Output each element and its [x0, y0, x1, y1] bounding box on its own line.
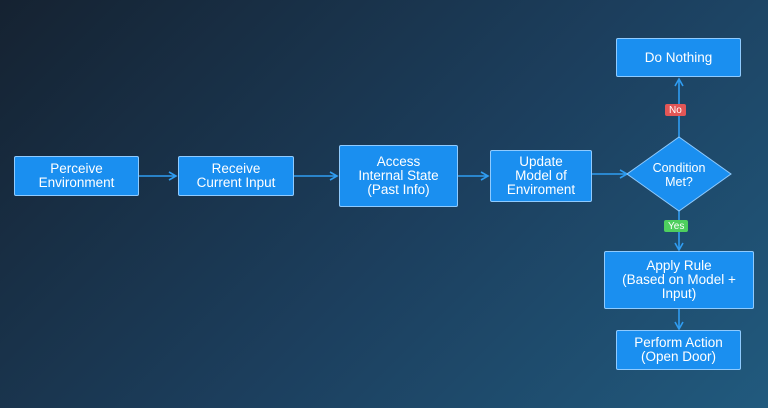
no-branch-badge: No: [665, 104, 686, 116]
condition-diamond: [626, 136, 732, 212]
do-nothing-label: Do Nothing: [644, 49, 713, 65]
perform-action-label: Perform Action (Open Door): [634, 335, 723, 364]
yes-branch-badge: Yes: [664, 220, 689, 232]
perform-action-node: Perform Action (Open Door): [616, 330, 741, 370]
perceive-environment-node: Perceive Environment: [14, 156, 139, 196]
update-model-node: Update Model of Enviroment: [490, 150, 592, 202]
access-internal-state-label: Access Internal State (Past Info): [358, 154, 439, 197]
do-nothing-node: Do Nothing: [616, 38, 741, 77]
condition-met-label: Condition Met?: [652, 160, 706, 189]
receive-input-label: Receive Current Input: [196, 161, 276, 190]
perceive-environment-label: Perceive Environment: [38, 161, 115, 190]
apply-rule-label: Apply Rule (Based on Model + Input): [622, 258, 736, 301]
apply-rule-node: Apply Rule (Based on Model + Input): [604, 251, 754, 309]
update-model-label: Update Model of Enviroment: [506, 154, 576, 197]
receive-input-node: Receive Current Input: [178, 156, 294, 196]
access-internal-state-node: Access Internal State (Past Info): [339, 145, 458, 207]
